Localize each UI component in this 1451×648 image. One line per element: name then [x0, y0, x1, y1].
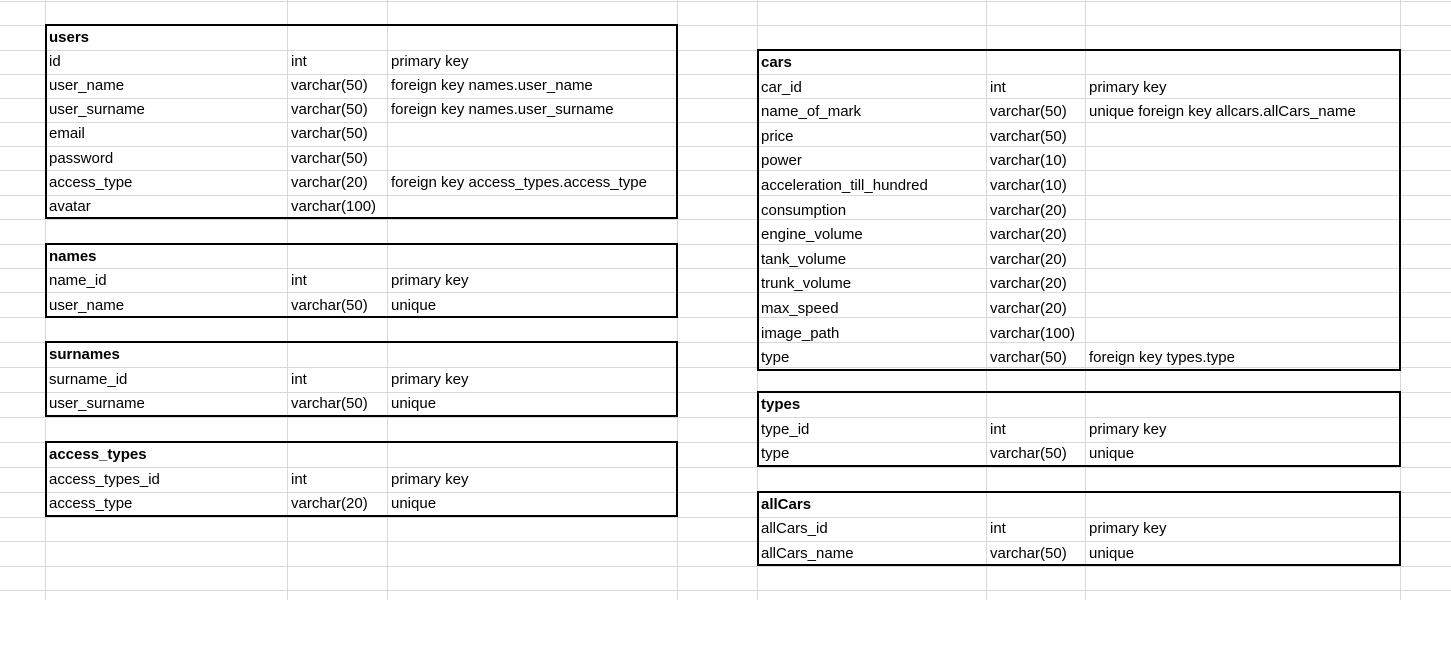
cell-column-constraint[interactable]: primary key	[391, 272, 469, 290]
table-allcars-border	[757, 491, 1401, 566]
cell-column-type[interactable]: int	[990, 420, 1006, 438]
cell-column-name[interactable]: power	[761, 152, 802, 170]
table-title-types[interactable]: types	[761, 396, 801, 413]
cell-column-name[interactable]: engine_volume	[761, 226, 863, 244]
cell-column-type[interactable]: varchar(50)	[990, 349, 1067, 367]
cell-column-type[interactable]: int	[291, 53, 307, 71]
cell-column-name[interactable]: acceleration_till_hundred	[761, 177, 928, 194]
cell-column-type[interactable]: varchar(50)	[990, 544, 1067, 562]
cell-column-type[interactable]: varchar(50)	[990, 103, 1067, 121]
cell-column-name[interactable]: user_name	[49, 296, 125, 314]
cell-column-type[interactable]: varchar(50)	[291, 149, 368, 167]
cell-column-name[interactable]: user_name	[49, 77, 125, 95]
cell-column-name[interactable]: user_surname	[49, 395, 145, 413]
cell-column-name[interactable]: access_type	[49, 173, 133, 191]
cell-column-name[interactable]: car_id	[761, 78, 802, 96]
cell-column-type[interactable]: varchar(50)	[990, 127, 1067, 145]
table-title-names[interactable]: names	[49, 248, 97, 265]
cell-column-constraint[interactable]	[1086, 322, 1089, 346]
cell-column-constraint[interactable]	[1086, 199, 1089, 223]
cell-column-type[interactable]: varchar(50)	[291, 101, 368, 119]
cell-column-constraint[interactable]	[388, 122, 391, 146]
cell-column-constraint[interactable]: primary key	[391, 53, 469, 71]
cell-column-type[interactable]: int	[990, 78, 1006, 96]
cell-column-name[interactable]: access_types_id	[49, 470, 160, 488]
cell-column-name[interactable]: user_surname	[49, 101, 145, 119]
cell-column-constraint[interactable]: primary key	[391, 370, 469, 388]
cell-column-type[interactable]: int	[291, 470, 307, 488]
table-title-users[interactable]: users	[49, 29, 90, 46]
cell-column-type[interactable]: varchar(50)	[990, 445, 1067, 463]
cell-column-constraint[interactable]: unique	[1089, 445, 1135, 463]
cell-column-type[interactable]: varchar(10)	[990, 152, 1067, 170]
table-cars-border	[757, 49, 1401, 371]
cell-column-name[interactable]: name_of_mark	[761, 103, 862, 121]
table-title-access-types[interactable]: access_types	[49, 446, 147, 463]
cell-column-type[interactable]: varchar(50)	[291, 125, 368, 143]
cell-column-name[interactable]: email	[49, 125, 85, 143]
cell-column-type[interactable]: int	[291, 370, 307, 388]
table-title-surnames[interactable]: surnames	[49, 346, 120, 363]
cell-column-type[interactable]: varchar(20)	[990, 250, 1067, 268]
cell-column-constraint[interactable]: unique	[391, 296, 437, 314]
cell-column-type[interactable]: varchar(50)	[291, 296, 368, 314]
cell-column-type[interactable]: varchar(20)	[990, 275, 1067, 293]
cell-column-constraint[interactable]	[1086, 125, 1089, 149]
cell-column-name[interactable]: image_path	[761, 324, 840, 342]
cell-column-type[interactable]: varchar(100)	[990, 324, 1076, 342]
cell-column-constraint[interactable]: foreign key access_types.access_type	[391, 173, 647, 191]
cell-column-constraint[interactable]: unique	[1089, 544, 1135, 562]
cell-column-constraint[interactable]: primary key	[1089, 420, 1167, 438]
cell-column-type[interactable]: varchar(20)	[990, 201, 1067, 219]
cell-column-constraint[interactable]: primary key	[1089, 78, 1167, 96]
cell-column-constraint[interactable]	[388, 147, 391, 171]
cell-column-constraint[interactable]: primary key	[391, 470, 469, 488]
cell-column-type[interactable]: varchar(10)	[990, 177, 1067, 194]
cell-column-name[interactable]: price	[761, 127, 794, 145]
cell-column-name[interactable]: access_type	[49, 495, 133, 513]
cell-column-constraint[interactable]	[388, 195, 391, 219]
cell-column-type[interactable]: varchar(20)	[291, 495, 368, 513]
cell-column-name[interactable]: surname_id	[49, 370, 128, 388]
cell-column-constraint[interactable]	[1086, 272, 1089, 296]
cell-column-type[interactable]: varchar(20)	[990, 300, 1067, 317]
cell-column-name[interactable]: type	[761, 445, 790, 463]
cell-column-constraint[interactable]	[1086, 223, 1089, 247]
table-types-border	[757, 391, 1401, 468]
cell-column-type[interactable]: int	[990, 520, 1006, 538]
cell-column-name[interactable]: password	[49, 149, 114, 167]
cell-column-constraint[interactable]: unique	[391, 495, 437, 513]
cell-column-constraint[interactable]: unique foreign key allcars.allCars_name	[1089, 103, 1356, 121]
cell-column-constraint[interactable]	[1086, 248, 1089, 272]
cell-column-name[interactable]: name_id	[49, 272, 107, 290]
cell-column-type[interactable]: varchar(20)	[291, 173, 368, 191]
cell-column-name[interactable]: tank_volume	[761, 250, 847, 268]
cell-column-constraint[interactable]	[1086, 149, 1089, 173]
cell-column-constraint[interactable]: foreign key names.user_surname	[391, 101, 614, 119]
cell-column-type[interactable]: varchar(20)	[990, 226, 1067, 244]
cell-column-constraint[interactable]: unique	[391, 395, 437, 413]
cell-column-type[interactable]: varchar(50)	[291, 77, 368, 95]
cell-column-name[interactable]: allCars_name	[761, 544, 854, 562]
table-title-allcars[interactable]: allCars	[761, 496, 812, 513]
cell-column-constraint[interactable]: foreign key types.type	[1089, 349, 1235, 367]
cell-column-name[interactable]: max_speed	[761, 300, 839, 317]
table-title-cars[interactable]: cars	[761, 54, 792, 71]
cell-column-name[interactable]: type_id	[761, 420, 810, 438]
cell-column-name[interactable]: type	[761, 349, 790, 367]
cell-column-constraint[interactable]	[1086, 297, 1089, 321]
cell-column-name[interactable]: avatar	[49, 197, 91, 215]
cell-column-type[interactable]: varchar(50)	[291, 395, 368, 413]
cell-column-type[interactable]: varchar(100)	[291, 197, 377, 215]
cell-column-name[interactable]: consumption	[761, 201, 847, 219]
cell-column-name[interactable]: id	[49, 53, 61, 71]
cell-column-constraint[interactable]: primary key	[1089, 520, 1167, 538]
cell-column-constraint[interactable]	[1086, 174, 1089, 198]
cell-column-type[interactable]: int	[291, 272, 307, 290]
cell-column-name[interactable]: trunk_volume	[761, 275, 852, 293]
cell-column-constraint[interactable]: foreign key names.user_name	[391, 77, 593, 95]
cell-column-name[interactable]: allCars_id	[761, 520, 828, 538]
